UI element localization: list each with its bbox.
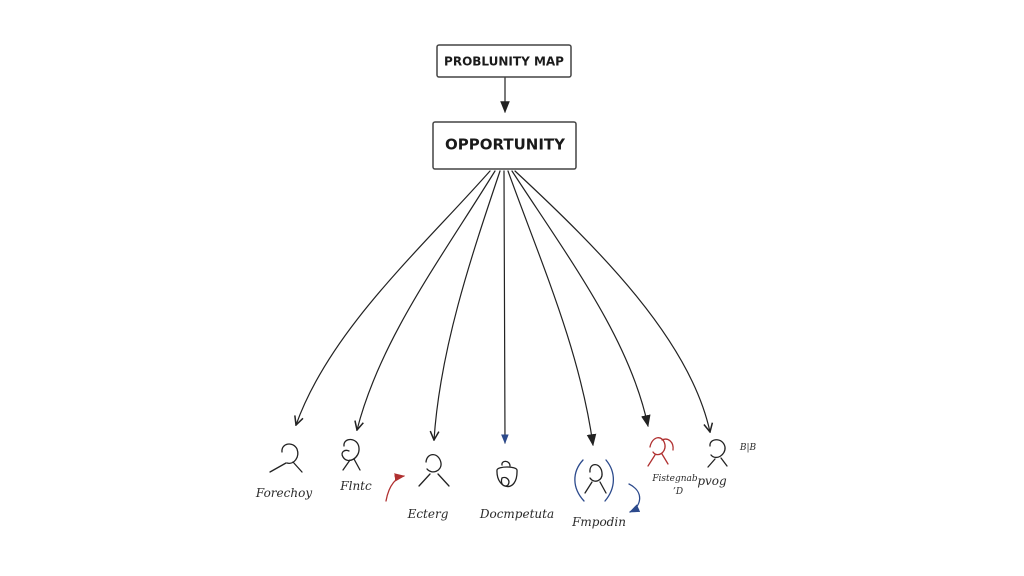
- opportunity-box-label: OPPORTUNITY: [445, 136, 566, 154]
- branch-figure-5: [574, 459, 641, 513]
- title-box-label: PROBLUNITY MAP: [444, 55, 564, 69]
- branch-arrow-3: [434, 170, 501, 440]
- title-box: PROBLUNITY MAP: [436, 44, 572, 78]
- branch-figure-1: [269, 443, 303, 473]
- branch-figure-6: [647, 437, 674, 467]
- branch-arrow-5: [507, 170, 597, 447]
- branch-arrow-7: [514, 170, 710, 432]
- branch-label-3: Ecterg: [407, 507, 449, 521]
- branch-sublabel-7: B|B: [739, 443, 757, 453]
- branch-sublabel-6: ’D: [673, 487, 683, 497]
- branch-arrow-1: [296, 170, 491, 425]
- branch-figure-4: [496, 460, 518, 488]
- branch-figure-7: [707, 439, 728, 468]
- opportunity-box: OPPORTUNITY: [432, 121, 577, 170]
- branch-label-4: Docmpetuta: [479, 507, 554, 521]
- branch-label-5: Fmpodin: [571, 515, 626, 529]
- branch-figure-2: [341, 438, 361, 471]
- branch-arrows: [296, 170, 710, 447]
- branch-label-6: Fistegnab: [651, 474, 698, 484]
- branch-label-7: pvog: [697, 474, 727, 488]
- branch-label-1: Forechoy: [255, 486, 312, 500]
- branch-label-2: Flntc: [339, 479, 372, 493]
- branch-arrow-4: [501, 170, 509, 444]
- branch-arrow-6: [511, 170, 651, 428]
- branch-arrow-2: [357, 170, 496, 430]
- branch-figure-3: [385, 453, 450, 502]
